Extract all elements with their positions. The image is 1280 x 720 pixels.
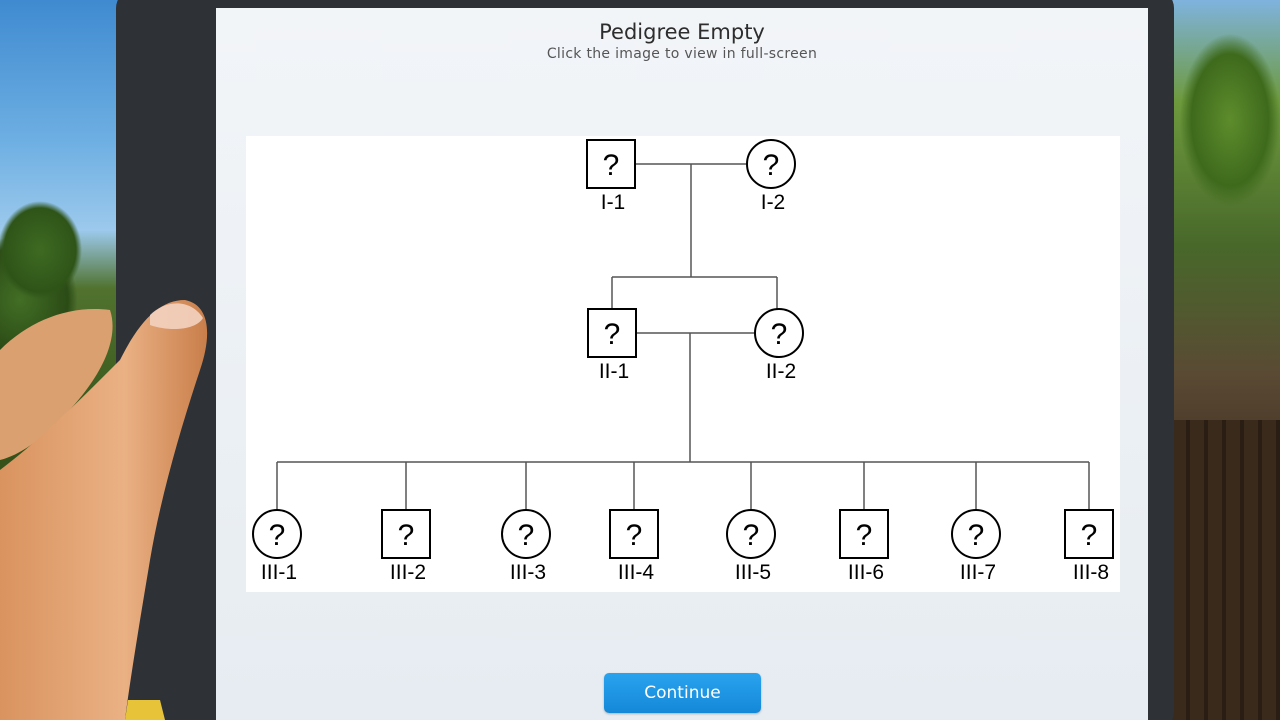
pedigree-chart-image[interactable]: ? I-1? I-2? II-1? II-2? III-1? III-2? III-3? III…: [246, 136, 1120, 592]
pedigree-individual-iii-3: ? III-3: [501, 509, 551, 584]
pedigree-individual-iii-6: ? III-6: [839, 509, 889, 584]
pedigree-individual-iii-1: ? III-1: [252, 509, 302, 584]
individual-id-label: III-2: [390, 561, 426, 584]
male-square-symbol: [587, 308, 637, 358]
unknown-status-mark: ?: [604, 318, 621, 351]
female-circle-symbol: [754, 308, 804, 358]
pedigree-individual-ii-2: ? II-2: [754, 308, 804, 383]
unknown-status-mark: ?: [968, 519, 985, 552]
wooden-fence: [1172, 420, 1280, 720]
pedigree-individual-iii-5: ? III-5: [726, 509, 776, 584]
individual-id-label: II-1: [599, 360, 629, 383]
male-square-symbol: [586, 139, 636, 189]
female-circle-symbol: [501, 509, 551, 559]
individual-id-label: I-1: [601, 191, 626, 214]
male-square-symbol: [1064, 509, 1114, 559]
page-subtitle: Click the image to view in full-screen: [546, 46, 818, 62]
pedigree-diagram: ? I-1? I-2? II-1? II-2? III-1? III-2? III-3? III…: [252, 139, 1114, 584]
page-title: Pedigree Empty: [599, 20, 765, 44]
pedigree-individual-iii-7: ? III-7: [951, 509, 1001, 584]
unknown-status-mark: ?: [398, 519, 415, 552]
pedigree-individual-iii-8: ? III-8: [1064, 509, 1114, 584]
unknown-status-mark: ?: [603, 149, 620, 182]
continue-button[interactable]: Continue: [604, 673, 761, 713]
individual-id-label: III-6: [848, 561, 884, 584]
pedigree-individual-i-1: ? I-1: [586, 139, 636, 214]
unknown-status-mark: ?: [763, 149, 780, 182]
pedigree-individual-iii-4: ? III-4: [609, 509, 659, 584]
pedigree-individual-i-2: ? I-2: [746, 139, 796, 214]
unknown-status-mark: ?: [743, 519, 760, 552]
individual-id-label: III-1: [261, 561, 297, 584]
unknown-status-mark: ?: [269, 519, 286, 552]
individual-id-label: I-2: [761, 191, 786, 214]
unknown-status-mark: ?: [1081, 519, 1098, 552]
male-square-symbol: [609, 509, 659, 559]
pedigree-individual-iii-2: ? III-2: [381, 509, 431, 584]
individual-id-label: III-7: [960, 561, 996, 584]
female-circle-symbol: [252, 509, 302, 559]
female-circle-symbol: [746, 139, 796, 189]
individual-id-label: III-3: [510, 561, 546, 584]
scene-background-left: [0, 0, 120, 720]
individual-id-label: III-8: [1073, 561, 1109, 584]
female-circle-symbol: [951, 509, 1001, 559]
unknown-status-mark: ?: [771, 318, 788, 351]
male-square-symbol: [381, 509, 431, 559]
individual-id-label: III-4: [618, 561, 654, 584]
pedigree-individual-ii-1: ? II-1: [587, 308, 637, 383]
unknown-status-mark: ?: [518, 519, 535, 552]
individual-id-label: II-2: [766, 360, 796, 383]
unknown-status-mark: ?: [626, 519, 643, 552]
female-circle-symbol: [726, 509, 776, 559]
individual-id-label: III-5: [735, 561, 771, 584]
unknown-status-mark: ?: [856, 519, 873, 552]
male-square-symbol: [839, 509, 889, 559]
